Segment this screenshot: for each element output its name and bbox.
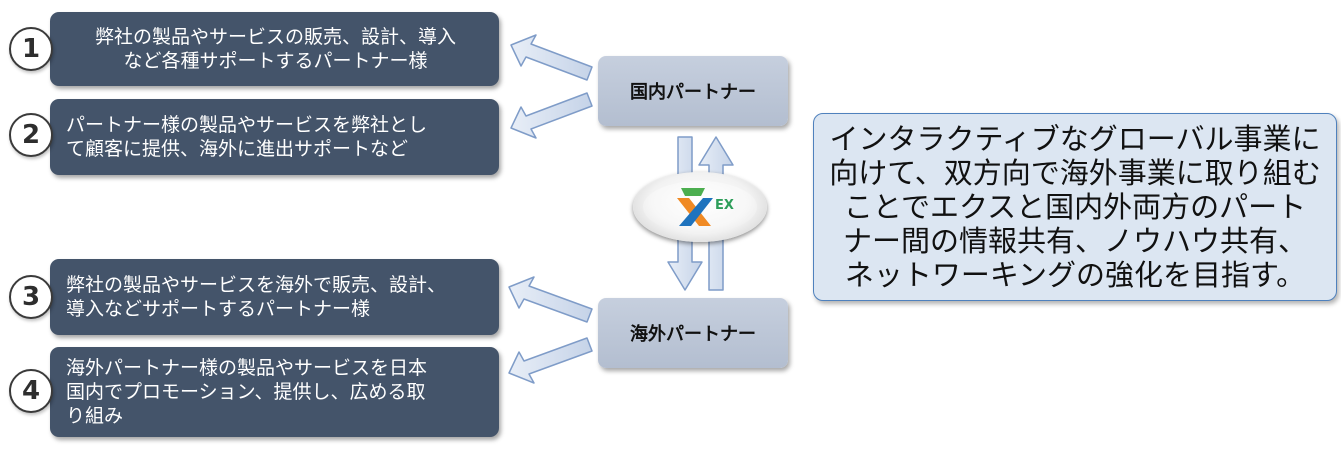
ex-logo-badge: EX (633, 172, 767, 242)
item-3-number-badge: 3 (9, 275, 53, 319)
item-1-line-1: 弊社の製品やサービスの販売、設計、導入 (94, 26, 456, 48)
overseas-partner-box: 海外パートナー (598, 298, 788, 368)
item-1-number: 1 (21, 34, 41, 64)
ex-logo-text: EX (715, 198, 734, 213)
statement-line-5: ネットワーキングの強化を目指す。 (844, 258, 1306, 292)
item-3-line-1: 弊社の製品やサービスを海外で販売、設計、 (66, 274, 447, 296)
item-3-line-2: 導入などサポートするパートナー様 (66, 298, 371, 320)
item-1-description-box: 弊社の製品やサービスの販売、設計、導入 など各種サポートするパートナー様 (50, 12, 499, 86)
item-2-line-1: パートナー様の製品やサービスを弊社とし (66, 114, 428, 136)
item-3-number: 3 (21, 282, 41, 312)
arrow-to-item-3 (508, 276, 593, 323)
item-4-line-2: 国内でプロモーション、提供し、広める取 (66, 381, 426, 403)
overseas-partner-label: 海外パートナー (630, 324, 756, 345)
item-3-description-box: 弊社の製品やサービスを海外で販売、設計、 導入などサポートするパートナー様 (50, 259, 499, 335)
arrow-to-item-2 (510, 92, 593, 139)
item-4-line-3: り組み (66, 405, 124, 427)
item-4-number-badge: 4 (9, 369, 53, 413)
logo-mark-green (681, 188, 705, 196)
statement-line-1: インタラクティブなグローバル事業に (829, 122, 1321, 156)
item-1-line-2: など各種サポートするパートナー様 (123, 50, 428, 72)
ex-logo-mark-icon (677, 188, 713, 226)
item-4-description-box: 海外パートナー様の製品やサービスを日本 国内でプロモーション、提供し、広める取 … (50, 347, 499, 437)
item-2-number: 2 (21, 120, 41, 150)
item-2-number-badge: 2 (9, 113, 53, 157)
statement-box: インタラクティブなグローバル事業に 向けて、双方向で海外事業に取り組む ことでエ… (813, 113, 1337, 301)
logo-mark-blue (679, 198, 713, 226)
statement-line-3: ことでエクスと国内外両方のパート (843, 190, 1307, 224)
domestic-partner-box: 国内パートナー (598, 56, 788, 126)
item-4-number: 4 (21, 376, 41, 406)
statement-line-2: 向けて、双方向で海外事業に取り組む (829, 156, 1321, 190)
item-1-number-badge: 1 (9, 27, 53, 71)
arrow-to-item-1 (510, 34, 593, 81)
arrow-to-item-4 (508, 337, 593, 384)
item-2-description-box: パートナー様の製品やサービスを弊社とし て顧客に提供、海外に進出サポートなど (50, 99, 499, 175)
item-4-line-1: 海外パートナー様の製品やサービスを日本 (66, 357, 428, 379)
domestic-partner-label: 国内パートナー (630, 82, 756, 103)
item-2-line-2: て顧客に提供、海外に進出サポートなど (66, 138, 409, 160)
statement-line-4: ナー間の情報共有、ノウハウ共有、 (842, 224, 1307, 258)
